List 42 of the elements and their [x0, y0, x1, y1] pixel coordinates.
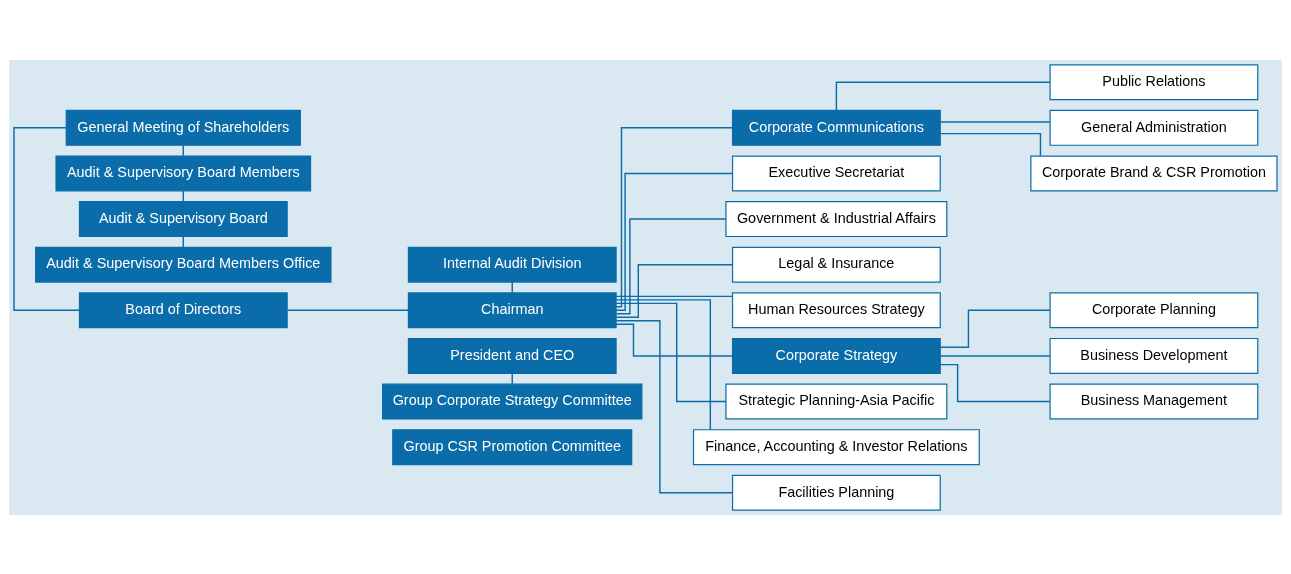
connector: [615, 295, 734, 297]
connector: [940, 132, 1042, 157]
connector: [615, 263, 733, 318]
connector: [13, 126, 80, 311]
node-box: Corporate Planning: [1049, 291, 1259, 328]
node-box: Facilities Planning: [731, 474, 941, 511]
connector: [939, 120, 1051, 123]
node-box: Internal Audit Division: [407, 246, 617, 283]
connector: [615, 217, 727, 314]
connector: [615, 319, 733, 493]
node-box: General Administration: [1049, 109, 1259, 146]
node-box: Chairman: [407, 291, 617, 328]
node-box: Audit & Supervisory Board Members Office: [35, 246, 332, 283]
connector: [939, 363, 1051, 402]
node-box: Board of Directors: [78, 291, 288, 328]
node-box: Corporate Brand & CSR Promotion: [1030, 154, 1278, 191]
connector: [835, 81, 1051, 111]
connector: [615, 126, 734, 308]
node-box: President and CEO: [407, 337, 617, 374]
node-box: Corporate Communications: [731, 109, 941, 146]
connector: [615, 298, 712, 430]
node-box: Corporate Strategy: [731, 337, 941, 374]
node-box: Business Development: [1049, 337, 1259, 374]
node-box: Human Resources Strategy: [731, 291, 941, 328]
node-box: Strategic Planning-Asia Pacific: [725, 383, 948, 420]
connector: [939, 354, 1051, 357]
connector: [286, 309, 409, 311]
node-box: Public Relations: [1049, 63, 1259, 100]
node-box: Executive Secretariat: [731, 154, 941, 191]
node-box: Business Management: [1049, 383, 1259, 420]
node-box: Legal & Insurance: [731, 246, 941, 283]
node-box: Group CSR Promotion Committee: [392, 428, 633, 465]
node-box: General Meeting of Shareholders: [65, 109, 301, 146]
connector: [939, 309, 1051, 348]
node-box: Finance, Accounting & Investor Relations: [692, 428, 980, 465]
connector: [615, 302, 727, 402]
connector: [615, 323, 733, 357]
node-box: Group Corporate Strategy Committee: [381, 383, 643, 420]
node-box: Audit & Supervisory Board: [78, 200, 288, 237]
node-box: Government & Industrial Affairs: [725, 200, 948, 237]
node-box: Audit & Supervisory Board Members: [55, 154, 312, 191]
connector: [615, 172, 733, 311]
